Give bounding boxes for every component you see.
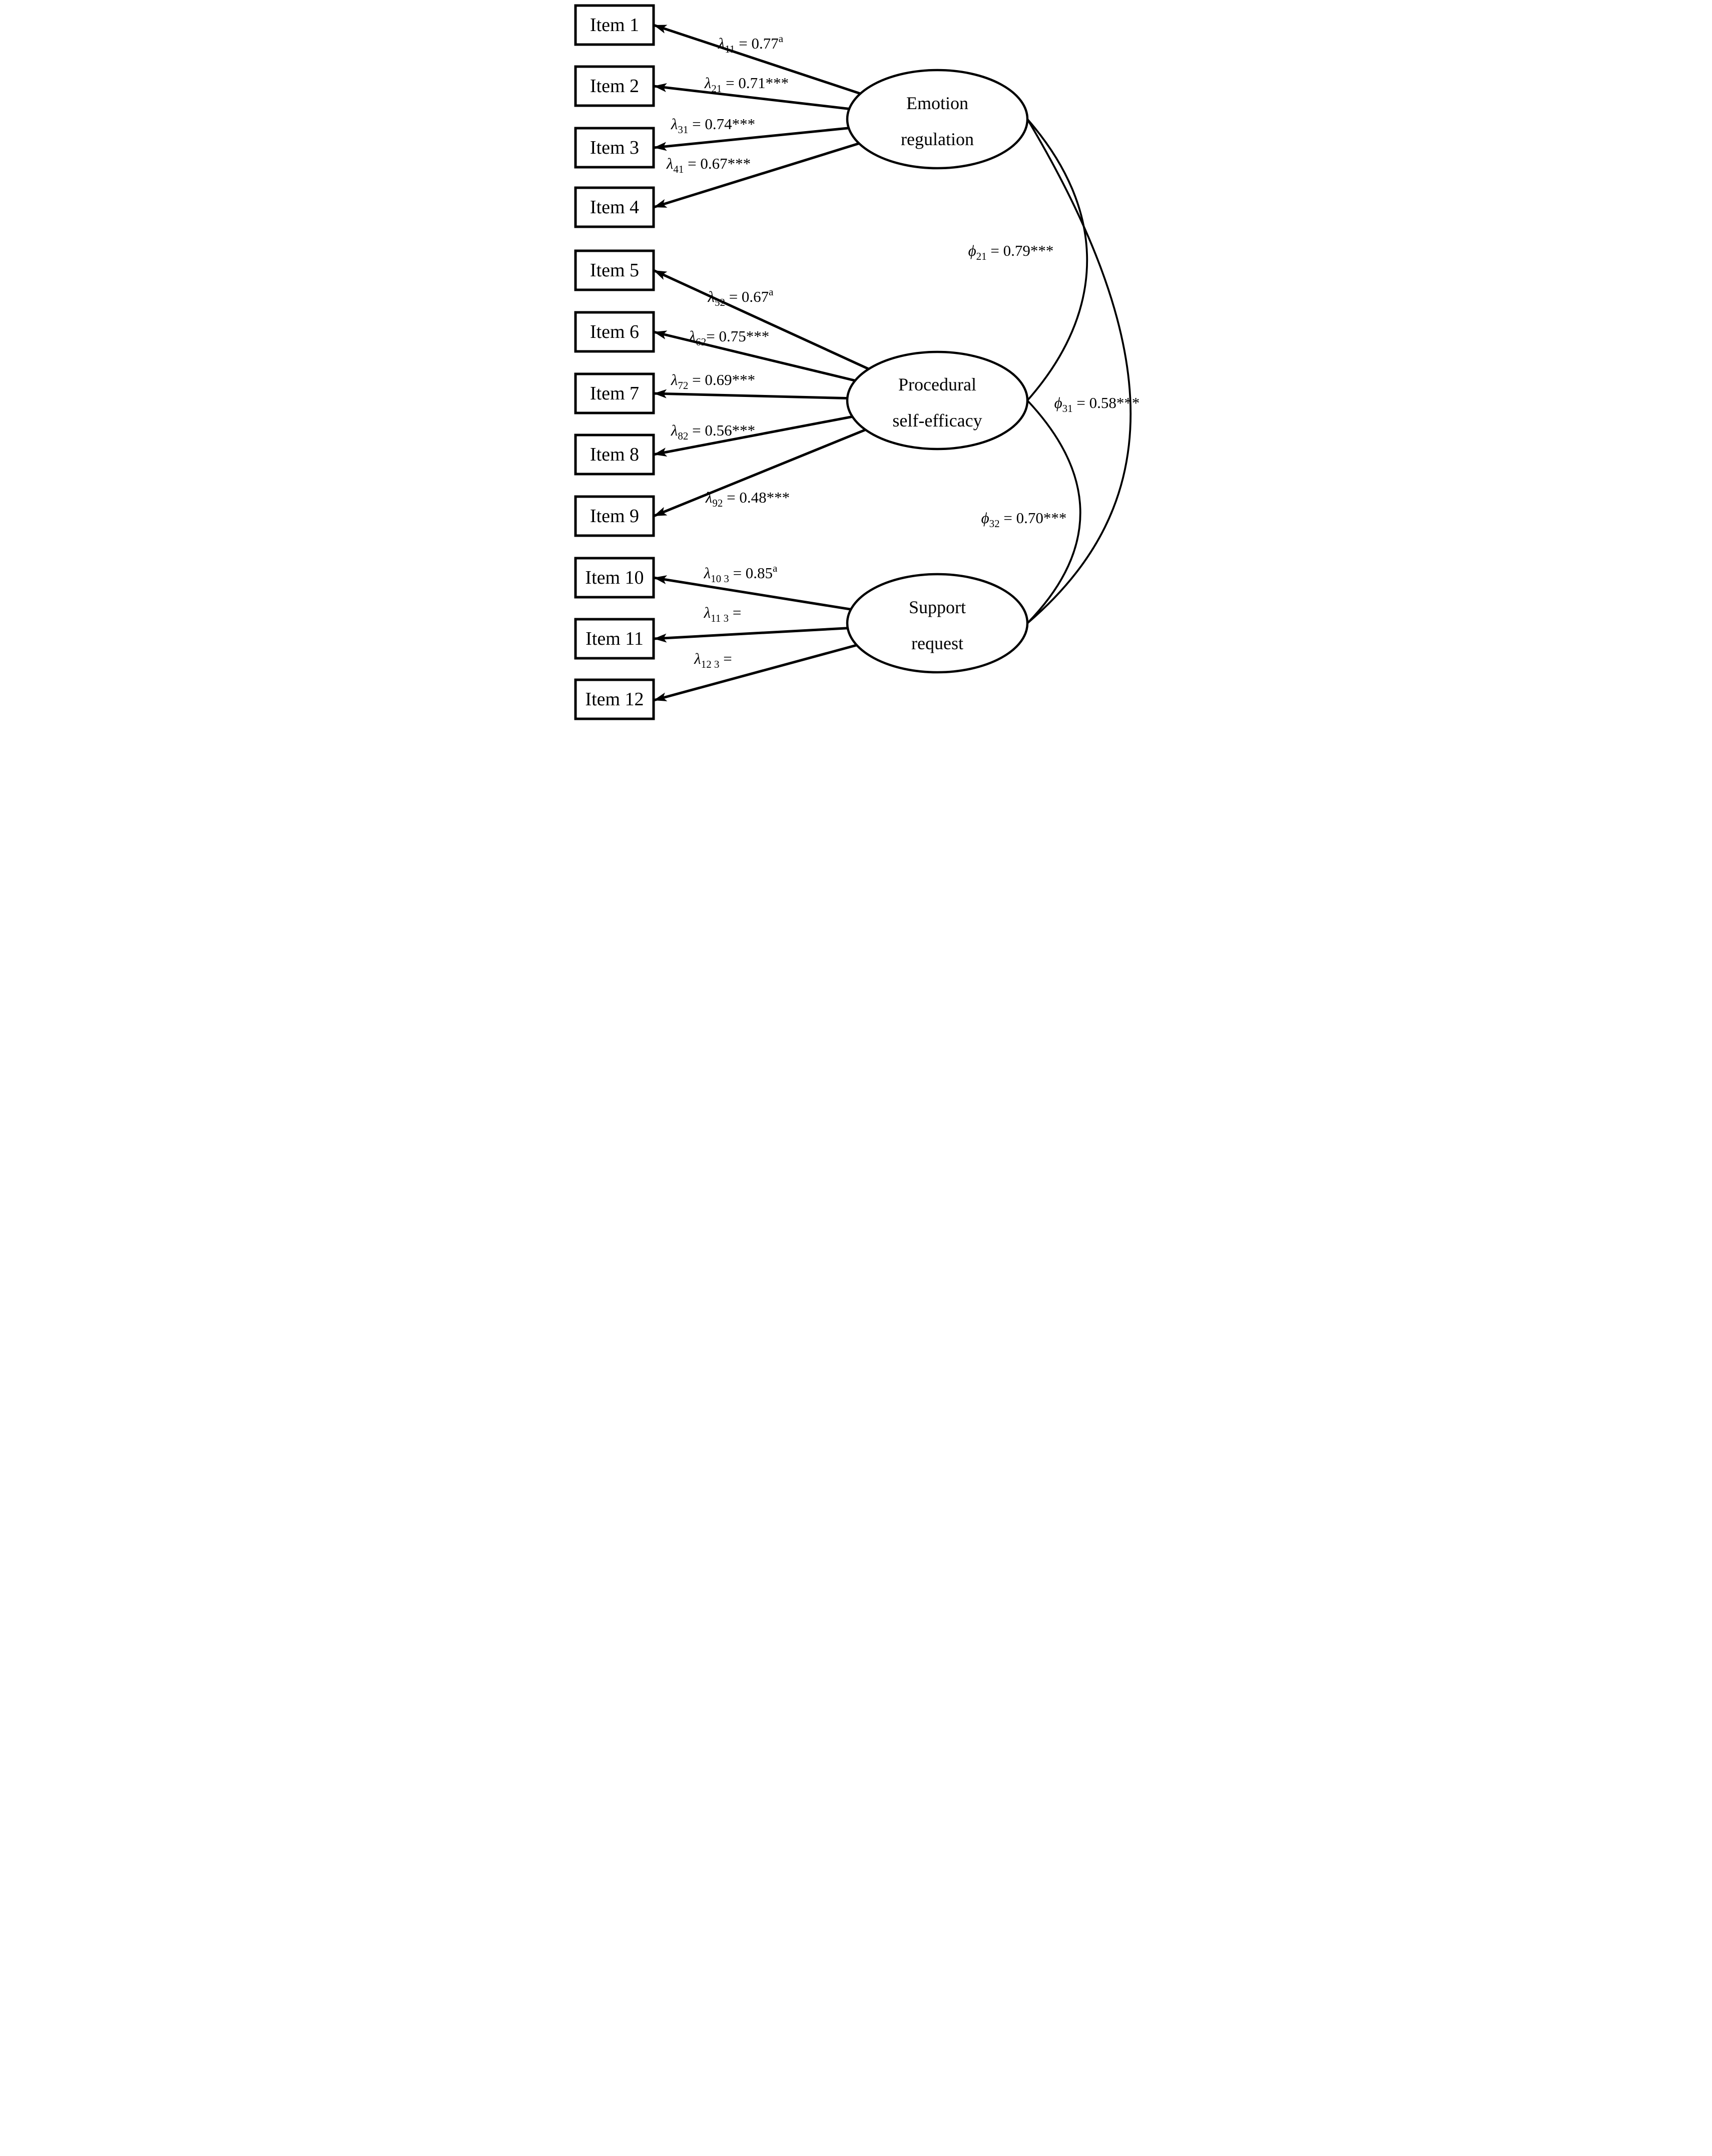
sem-diagram-canvas: Emotion regulation Procedural self-effic… bbox=[574, 4, 1140, 720]
item-label-9: Item 9 bbox=[590, 506, 639, 527]
item-box-6 bbox=[574, 311, 655, 353]
factor-label-procedural-line2: self-efficacy bbox=[892, 410, 982, 430]
loading-label-lambda52: λ52 = 0.67a bbox=[708, 286, 774, 308]
correlation-curve-phi32 bbox=[1026, 399, 1081, 624]
loading-label-lambda21: λ21 = 0.71*** bbox=[704, 74, 789, 95]
item-label-5: Item 5 bbox=[590, 260, 639, 281]
item-box-10 bbox=[574, 557, 655, 599]
correlation-curve-phi21 bbox=[1026, 118, 1088, 401]
item-label-10: Item 10 bbox=[585, 567, 644, 588]
sem-figure: Emotion regulation Procedural self-effic… bbox=[570, 0, 1142, 721]
item-box-1 bbox=[574, 4, 655, 46]
loading-label-lambda12-3: λ12 3 = bbox=[694, 650, 732, 670]
item-label-2: Item 2 bbox=[590, 76, 639, 97]
item-box-5 bbox=[574, 249, 655, 291]
correlation-label-phi21: ϕ21 = 0.79*** bbox=[968, 242, 1054, 262]
item-box-9 bbox=[574, 495, 655, 537]
factor-ellipse-support-request bbox=[846, 573, 1029, 674]
item-label-12: Item 12 bbox=[585, 689, 644, 710]
item-box-8 bbox=[574, 434, 655, 476]
factor-label-procedural-line1: Procedural bbox=[898, 374, 976, 394]
loading-label-lambda82: λ82 = 0.56*** bbox=[671, 421, 755, 442]
factor-label-emotion-line2: regulation bbox=[901, 129, 974, 149]
item-label-6: Item 6 bbox=[590, 321, 639, 342]
loading-label-lambda11: λ11 = 0.77a bbox=[718, 33, 784, 55]
loading-label-lambda41: λ41 = 0.67*** bbox=[666, 155, 751, 175]
factor-label-support-line2: request bbox=[911, 633, 963, 653]
item-box-12 bbox=[574, 678, 655, 720]
loading-label-lambda11-3: λ11 3 = bbox=[704, 604, 742, 624]
loading-label-lambda92: λ92 = 0.48*** bbox=[705, 489, 790, 509]
item-label-11: Item 11 bbox=[586, 628, 644, 649]
correlation-curve-phi31 bbox=[1026, 119, 1131, 624]
loading-label-lambda62: λ62= 0.75*** bbox=[689, 327, 769, 348]
item-label-7: Item 7 bbox=[590, 383, 639, 404]
loading-label-lambda10-3: λ10 3 = 0.85a bbox=[704, 562, 778, 585]
item-label-1: Item 1 bbox=[590, 15, 639, 36]
item-box-7 bbox=[574, 372, 655, 414]
factor-label-support-line1: Support bbox=[909, 597, 966, 617]
item-label-3: Item 3 bbox=[590, 137, 639, 158]
item-box-3 bbox=[574, 127, 655, 169]
correlation-label-phi32: ϕ32 = 0.70*** bbox=[981, 509, 1067, 530]
item-box-2 bbox=[574, 65, 655, 107]
item-label-4: Item 4 bbox=[590, 197, 639, 218]
factor-ellipse-procedural-self-efficacy bbox=[846, 350, 1029, 451]
loading-label-lambda72: λ72 = 0.69*** bbox=[671, 371, 755, 391]
factor-ellipse-emotion-regulation bbox=[846, 69, 1029, 170]
item-box-11 bbox=[574, 618, 655, 660]
loading-label-lambda31: λ31 = 0.74*** bbox=[671, 115, 755, 136]
item-box-4 bbox=[574, 186, 655, 228]
item-label-8: Item 8 bbox=[590, 444, 639, 465]
correlation-label-phi31: ϕ31 = 0.58*** bbox=[1054, 394, 1140, 414]
factor-label-emotion-line1: Emotion bbox=[906, 93, 968, 113]
